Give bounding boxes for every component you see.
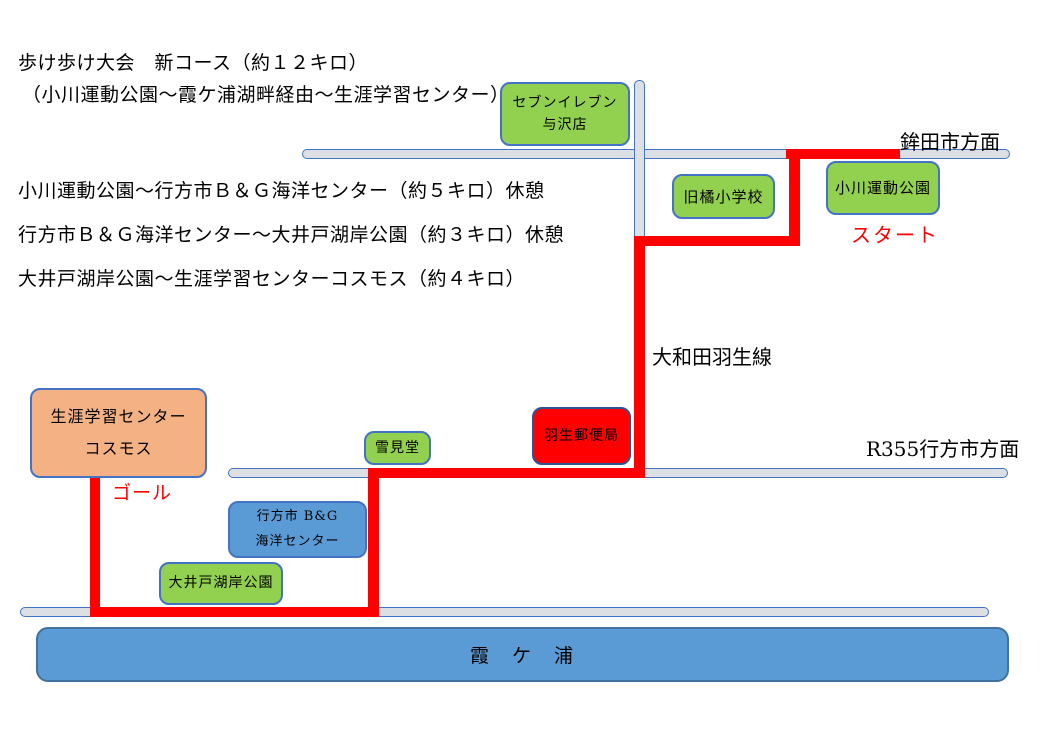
landmark-label: 旧橘小学校 xyxy=(683,187,764,206)
landmark-label: 小川運動公園 xyxy=(834,179,931,197)
landmark-label: コスモス xyxy=(84,439,153,458)
label-r355-namegata-direction: R355行方市方面 xyxy=(866,437,1020,461)
landmark-bg-marine-center: 行方市 B&G 海洋センター xyxy=(228,501,367,558)
route-segment-bg-vertical xyxy=(368,468,379,617)
landmark-label: 与沢店 xyxy=(542,117,588,133)
landmark-label: セブンイレブン xyxy=(512,94,618,111)
landmark-seven-eleven-yozawa: セブンイレブン 与沢店 xyxy=(500,82,630,146)
road-lakeside xyxy=(20,607,989,617)
landmark-label: 海洋センター xyxy=(255,533,340,549)
landmark-label: 行方市 B&G xyxy=(256,508,339,524)
label-hokota-direction: 鉾田市方面 xyxy=(900,130,1000,154)
landmark-yukimido: 雪見堂 xyxy=(364,431,431,465)
landmark-old-tachibana-school: 旧橘小学校 xyxy=(672,174,775,219)
route-segment-top-horizontal xyxy=(786,149,900,159)
landmark-ogawa-sports-park: 小川運動公園 xyxy=(826,161,940,215)
page-subtitle: （小川運動公園～霞ケ浦湖畔経由～生涯学習センター） xyxy=(22,84,510,106)
landmark-oido-lakeside-park: 大井戸湖岸公園 xyxy=(159,562,283,605)
landmark-lifelong-learning-center: 生涯学習センター コスモス xyxy=(30,388,207,478)
route-segment-start-vertical xyxy=(789,149,800,246)
route-segment-lakeside-horizontal xyxy=(93,607,379,617)
label-owada-hanyu-line: 大和田羽生線 xyxy=(652,345,772,369)
landmark-label: 雪見堂 xyxy=(375,439,420,456)
lake-label: 霞 ケ 浦 xyxy=(469,645,575,667)
landmark-label: 生涯学習センター xyxy=(50,407,187,426)
lake-kasumigaura: 霞 ケ 浦 xyxy=(36,627,1009,682)
page-title: 歩け歩け大会 新コース（約１２キロ） xyxy=(18,52,369,74)
label-goal: ゴール xyxy=(112,482,173,504)
course-note-3: 大井戸湖岸公園～生涯学習センターコスモス（約４キロ） xyxy=(18,268,526,290)
course-note-2: 行方市Ｂ＆Ｇ海洋センター～大井戸湖岸公園（約３キロ）休憩 xyxy=(18,224,565,246)
course-note-1: 小川運動公園～行方市Ｂ＆Ｇ海洋センター（約５キロ）休憩 xyxy=(18,180,545,202)
route-segment-school-horizontal xyxy=(634,236,800,246)
landmark-hanyu-post-office: 羽生郵便局 xyxy=(532,407,631,465)
road-hokota-direction xyxy=(302,149,1010,159)
label-start: スタート xyxy=(851,223,939,247)
landmark-label: 羽生郵便局 xyxy=(544,427,619,444)
route-segment-owada-vertical xyxy=(634,236,645,478)
landmark-label: 大井戸湖岸公園 xyxy=(168,575,274,592)
route-segment-r355-horizontal xyxy=(368,468,645,478)
route-segment-goal-vertical xyxy=(90,478,100,617)
